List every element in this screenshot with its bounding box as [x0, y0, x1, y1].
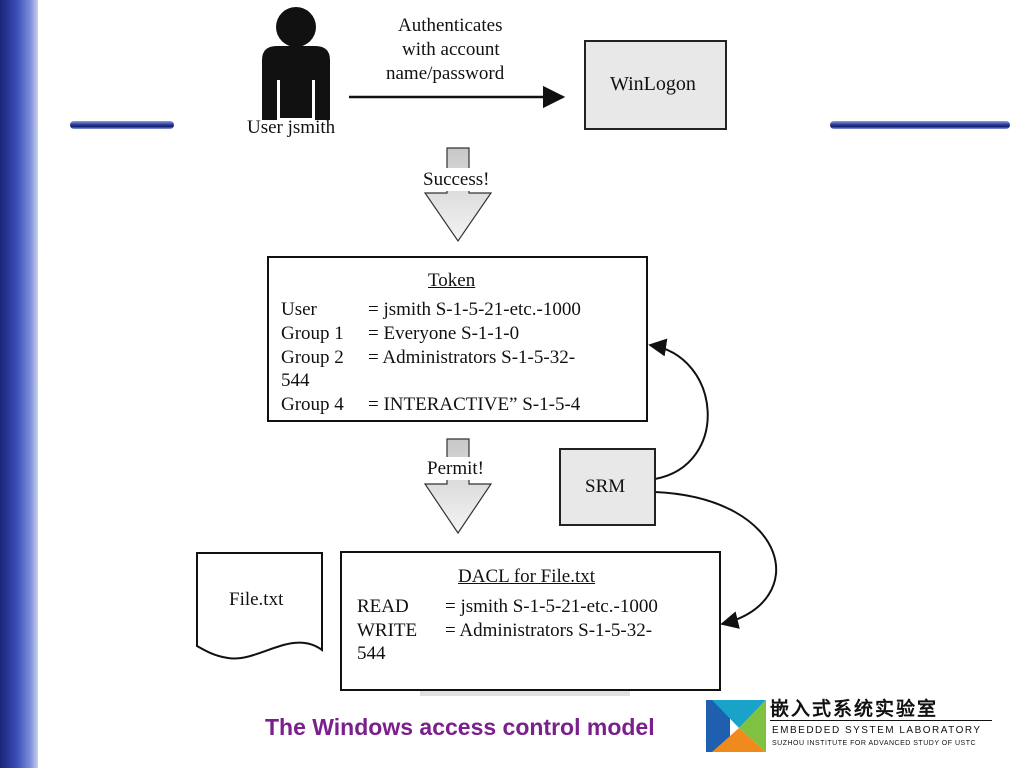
winlogon-box: WinLogon — [584, 40, 727, 130]
dacl-title: DACL for File.txt — [458, 566, 596, 587]
token-row-key: User — [281, 299, 317, 320]
dacl-row-value: = jsmith S-1-5-21-etc.-1000 — [445, 596, 658, 617]
srm-to-dacl-arrow — [654, 491, 778, 629]
token-row: User = jsmith S-1-5-21-etc.-1000 — [281, 298, 581, 322]
file-document-icon — [196, 552, 323, 660]
token-title: Token — [428, 270, 476, 291]
token-row: 544 — [281, 369, 310, 393]
lab-name-en: Embedded System Laboratory — [772, 725, 982, 736]
user-icon — [262, 7, 330, 120]
dacl-row-key: 544 — [357, 643, 386, 664]
srm-to-token-arrow — [648, 338, 709, 480]
permit-block-arrow — [423, 438, 493, 535]
token-row: Group 4 = INTERACTIVE” S-1-5-4 — [281, 393, 580, 417]
token-row-value: = jsmith S-1-5-21-etc.-1000 — [368, 299, 581, 320]
auth-label-line-3: name/password — [386, 63, 505, 84]
slide-caption: The Windows access control model — [265, 714, 655, 740]
srm-label: SRM — [585, 476, 626, 497]
auth-label-line-2: with account — [402, 39, 500, 60]
header-rule-left — [70, 121, 174, 129]
user-label: User jsmith — [247, 117, 336, 138]
token-row-value: = Everyone S-1-1-0 — [368, 323, 520, 344]
header-rule-right — [830, 121, 1010, 129]
token-row-key: Group 4 — [281, 394, 344, 415]
dacl-row: 544 — [357, 642, 386, 666]
permit-label: Permit! — [426, 457, 485, 480]
dacl-row-value: = Administrators S-1-5-32- — [445, 620, 653, 641]
dacl-row: READ = jsmith S-1-5-21-etc.-1000 — [357, 595, 658, 619]
token-row-key: Group 2 — [281, 347, 344, 368]
token-row: Group 2 = Administrators S-1-5-32- — [281, 346, 575, 370]
lab-subtitle: Suzhou Institute for Advanced Study of U… — [772, 740, 977, 747]
success-block-arrow — [423, 147, 493, 243]
token-row: Group 1 = Everyone S-1-1-0 — [281, 322, 519, 346]
winlogon-label: WinLogon — [610, 73, 696, 95]
auth-label-line-1: Authenticates — [398, 15, 503, 36]
srm-box: SRM — [559, 448, 656, 526]
dacl-row-key: WRITE — [357, 620, 418, 641]
token-row-value: = Administrators S-1-5-32- — [368, 347, 576, 368]
token-row-key: Group 1 — [281, 323, 344, 344]
dacl-row-key: READ — [357, 596, 409, 617]
lab-name-cn: 嵌入式系统实验室 — [770, 698, 939, 720]
token-row-key: 544 — [281, 370, 310, 391]
file-label: File.txt — [229, 589, 284, 610]
lab-divider — [770, 720, 992, 721]
dacl-box: DACL for File.txt READ = jsmith S-1-5-21-… — [340, 551, 721, 691]
token-box: Token User = jsmith S-1-5-21-etc.-1000 Gr… — [267, 256, 648, 422]
slide-left-bar — [0, 0, 38, 768]
success-label: Success! — [422, 168, 491, 191]
lab-logo-icon — [706, 700, 766, 752]
token-row-value: = INTERACTIVE” S-1-5-4 — [368, 394, 581, 415]
dacl-row: WRITE = Administrators S-1-5-32- — [357, 619, 652, 643]
